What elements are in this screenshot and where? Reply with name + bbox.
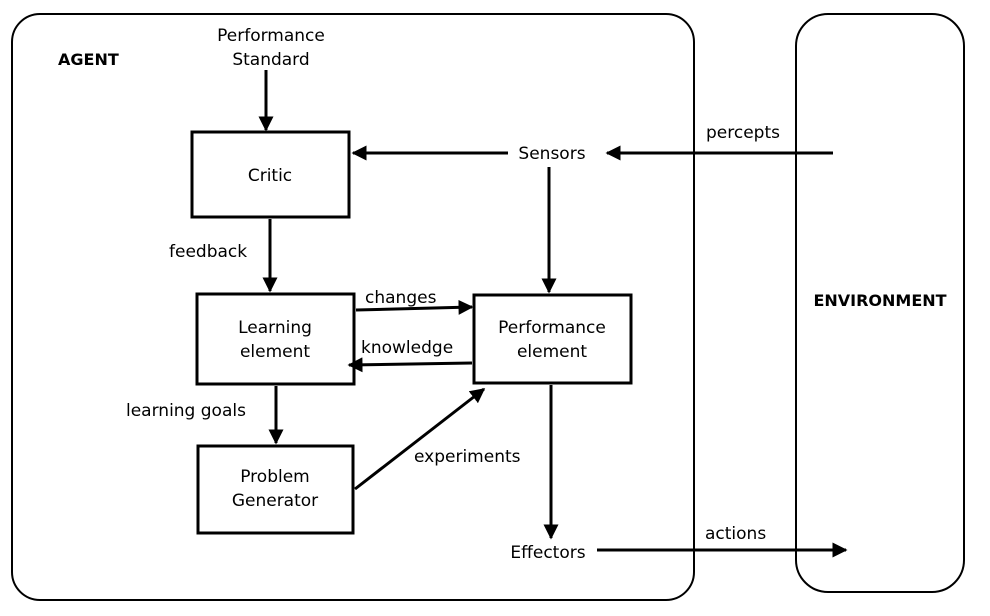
performance-element-label-line2: element (517, 342, 587, 362)
learning-goals-label: learning goals (126, 401, 246, 421)
sensors-label: Sensors (518, 144, 585, 164)
critic-box: Critic (190, 130, 351, 219)
knowledge-arrow (347, 357, 473, 373)
actions-label: actions (705, 524, 766, 544)
performance-standard-line2: Standard (232, 50, 309, 70)
effectors-label: Effectors (510, 543, 585, 563)
knowledge-label: knowledge (361, 338, 453, 358)
environment-label: ENVIRONMENT (813, 291, 946, 310)
changes-arrow (355, 299, 474, 315)
changes-label: changes (365, 288, 437, 308)
agent-label: AGENT (58, 50, 119, 69)
critic-label: Critic (248, 166, 292, 186)
percepts-label: percepts (706, 123, 780, 143)
performance-standard-line1: Performance (217, 26, 325, 46)
problem-generator-label-line1: Problem (240, 467, 310, 487)
problem-generator-label-line2: Generator (232, 491, 318, 511)
feedback-label: feedback (169, 242, 247, 262)
problem-generator-box: Problem Generator (196, 444, 355, 535)
learning-element-label-line1: Learning (238, 318, 312, 338)
performance-element-box: Performance element (472, 293, 633, 385)
learning-element-box: Learning element (195, 292, 356, 386)
environment-frame (795, 13, 965, 593)
learning-element-label-line2: element (240, 342, 310, 362)
performance-element-label-line1: Performance (498, 318, 606, 338)
experiments-arrow (354, 387, 486, 491)
experiments-label: experiments (414, 447, 521, 467)
